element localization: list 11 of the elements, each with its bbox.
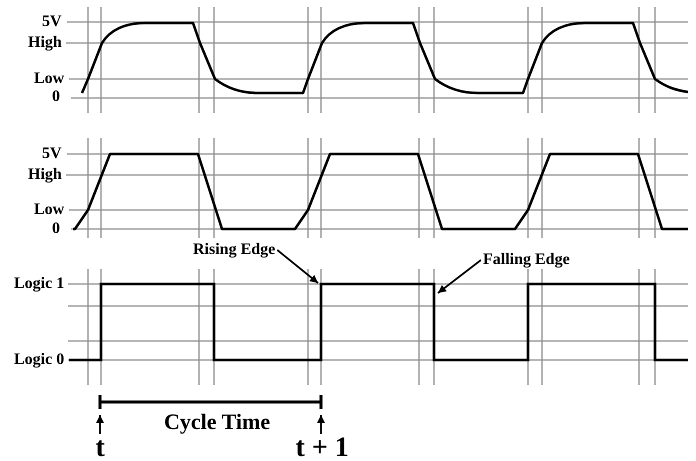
logic-level-label: Logic 1 — [14, 276, 64, 292]
logic-level-label: Logic 0 — [14, 352, 64, 368]
leader-arrow — [317, 415, 325, 434]
leader-arrow — [96, 415, 104, 434]
level-label: High — [28, 35, 62, 51]
leader-arrow — [437, 259, 482, 294]
leader-arrow — [276, 249, 319, 284]
level-label: High — [28, 167, 62, 183]
annotation-label: Rising Edge — [191, 242, 278, 258]
dimension-label: Cycle Time — [164, 411, 270, 433]
annotation-label: Falling Edge — [481, 252, 572, 268]
